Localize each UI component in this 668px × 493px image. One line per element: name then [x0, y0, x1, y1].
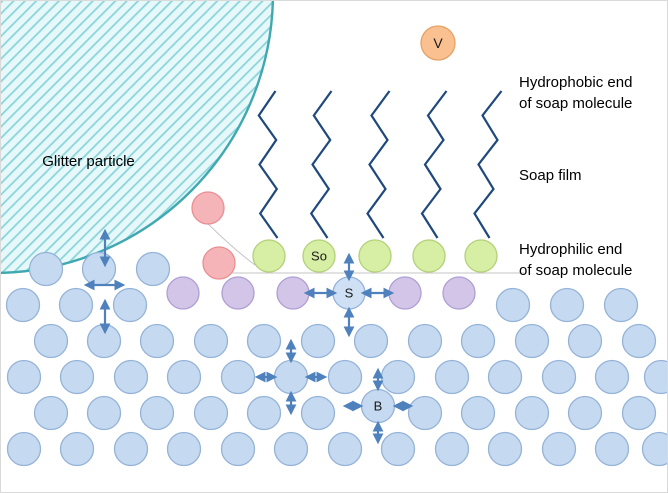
soap-tail-zigzag-icon: [473, 90, 503, 239]
water-molecule: [603, 287, 639, 323]
water-molecule: [300, 323, 336, 359]
soap-head-label: So: [311, 249, 327, 264]
hydrophilic-label-line1: Hydrophilic end: [519, 241, 623, 258]
water-molecule: [567, 395, 603, 431]
water-molecule: [193, 323, 229, 359]
soap-tail-zigzag-icon: [257, 90, 279, 239]
water-molecule: [594, 359, 630, 395]
water-molecule: [514, 323, 550, 359]
water-molecule: [643, 359, 667, 395]
water-molecule: [514, 395, 550, 431]
soap-head-molecule: [302, 239, 336, 273]
soap-head-molecule: [252, 239, 286, 273]
water-molecule: [112, 287, 148, 323]
water-molecule: [380, 431, 416, 467]
surface-molecule-label: S: [345, 286, 354, 301]
soap-head-molecule: [358, 239, 392, 273]
water-molecule: [327, 359, 363, 395]
water-molecule: [327, 431, 363, 467]
vapor-molecule-label: V: [433, 35, 443, 51]
water-molecule: [567, 323, 603, 359]
water-molecule: [594, 431, 630, 467]
hydrophobic-label: Hydrophobic end of soap molecule: [519, 72, 632, 114]
water-molecule: [139, 395, 175, 431]
water-molecule: [353, 323, 389, 359]
water-molecule: [6, 359, 42, 395]
water-molecule: [33, 323, 69, 359]
water-molecule: [5, 287, 41, 323]
water-molecule: [59, 359, 95, 395]
soap-head-molecule: [412, 239, 446, 273]
water-molecule: [246, 395, 282, 431]
surface-water-molecule: [276, 276, 310, 310]
soap-film-label: Soap film: [519, 167, 582, 184]
water-molecule: [86, 395, 122, 431]
glitter-particle-label: Glitter particle: [42, 153, 135, 170]
water-molecule: [541, 431, 577, 467]
water-molecule: [621, 323, 657, 359]
surface-water-molecule: [221, 276, 255, 310]
water-molecule: [541, 359, 577, 395]
water-molecule: [59, 431, 95, 467]
bulk-molecule-label: B: [374, 399, 383, 414]
water-molecule: [380, 359, 416, 395]
trapped-water-molecule: [202, 246, 236, 280]
water-molecule: [407, 395, 443, 431]
water-molecule: [549, 287, 585, 323]
surface-water-molecule: [388, 276, 422, 310]
water-molecule: [166, 359, 202, 395]
water-molecule: [33, 395, 69, 431]
water-molecule: [434, 359, 470, 395]
vapor-molecule: [420, 25, 456, 61]
hydrophilic-label: Hydrophilic end of soap molecule: [519, 239, 632, 281]
water-molecule: [81, 251, 117, 287]
soap-tail-zigzag-icon: [309, 90, 333, 239]
water-molecule: [113, 431, 149, 467]
water-molecule: [220, 431, 256, 467]
water-molecule: [407, 323, 443, 359]
water-molecule: [6, 431, 42, 467]
water-molecule: [487, 359, 523, 395]
water-molecule: [135, 251, 171, 287]
water-molecule: [300, 395, 336, 431]
water-molecule: [487, 431, 523, 467]
water-molecule: [246, 323, 282, 359]
soap-head-molecule: [464, 239, 498, 273]
water-molecule: [28, 251, 64, 287]
water-molecule: [641, 431, 667, 467]
water-molecule: [58, 287, 94, 323]
water-molecule: [460, 323, 496, 359]
soap-tail-zigzag-icon: [420, 90, 448, 239]
water-molecule: [113, 359, 149, 395]
water-molecule: [273, 431, 309, 467]
hydrophobic-label-line2: of soap molecule: [519, 95, 633, 112]
surface-water-molecule: [442, 276, 476, 310]
water-molecule: [495, 287, 531, 323]
water-molecule: [273, 359, 309, 395]
hydrophilic-label-line2: of soap molecule: [519, 262, 633, 279]
hydrophobic-label-line1: Hydrophobic end: [519, 74, 633, 91]
water-molecule: [460, 395, 496, 431]
water-molecule: [139, 323, 175, 359]
water-molecule: [220, 359, 256, 395]
trapped-water-molecule: [191, 191, 225, 225]
water-molecule: [193, 395, 229, 431]
surface-water-molecule: [166, 276, 200, 310]
water-molecule: [621, 395, 657, 431]
water-molecule: [166, 431, 202, 467]
soap-tail-zigzag-icon: [366, 90, 391, 239]
glitter-particle: [1, 1, 275, 275]
water-molecule: [434, 431, 470, 467]
